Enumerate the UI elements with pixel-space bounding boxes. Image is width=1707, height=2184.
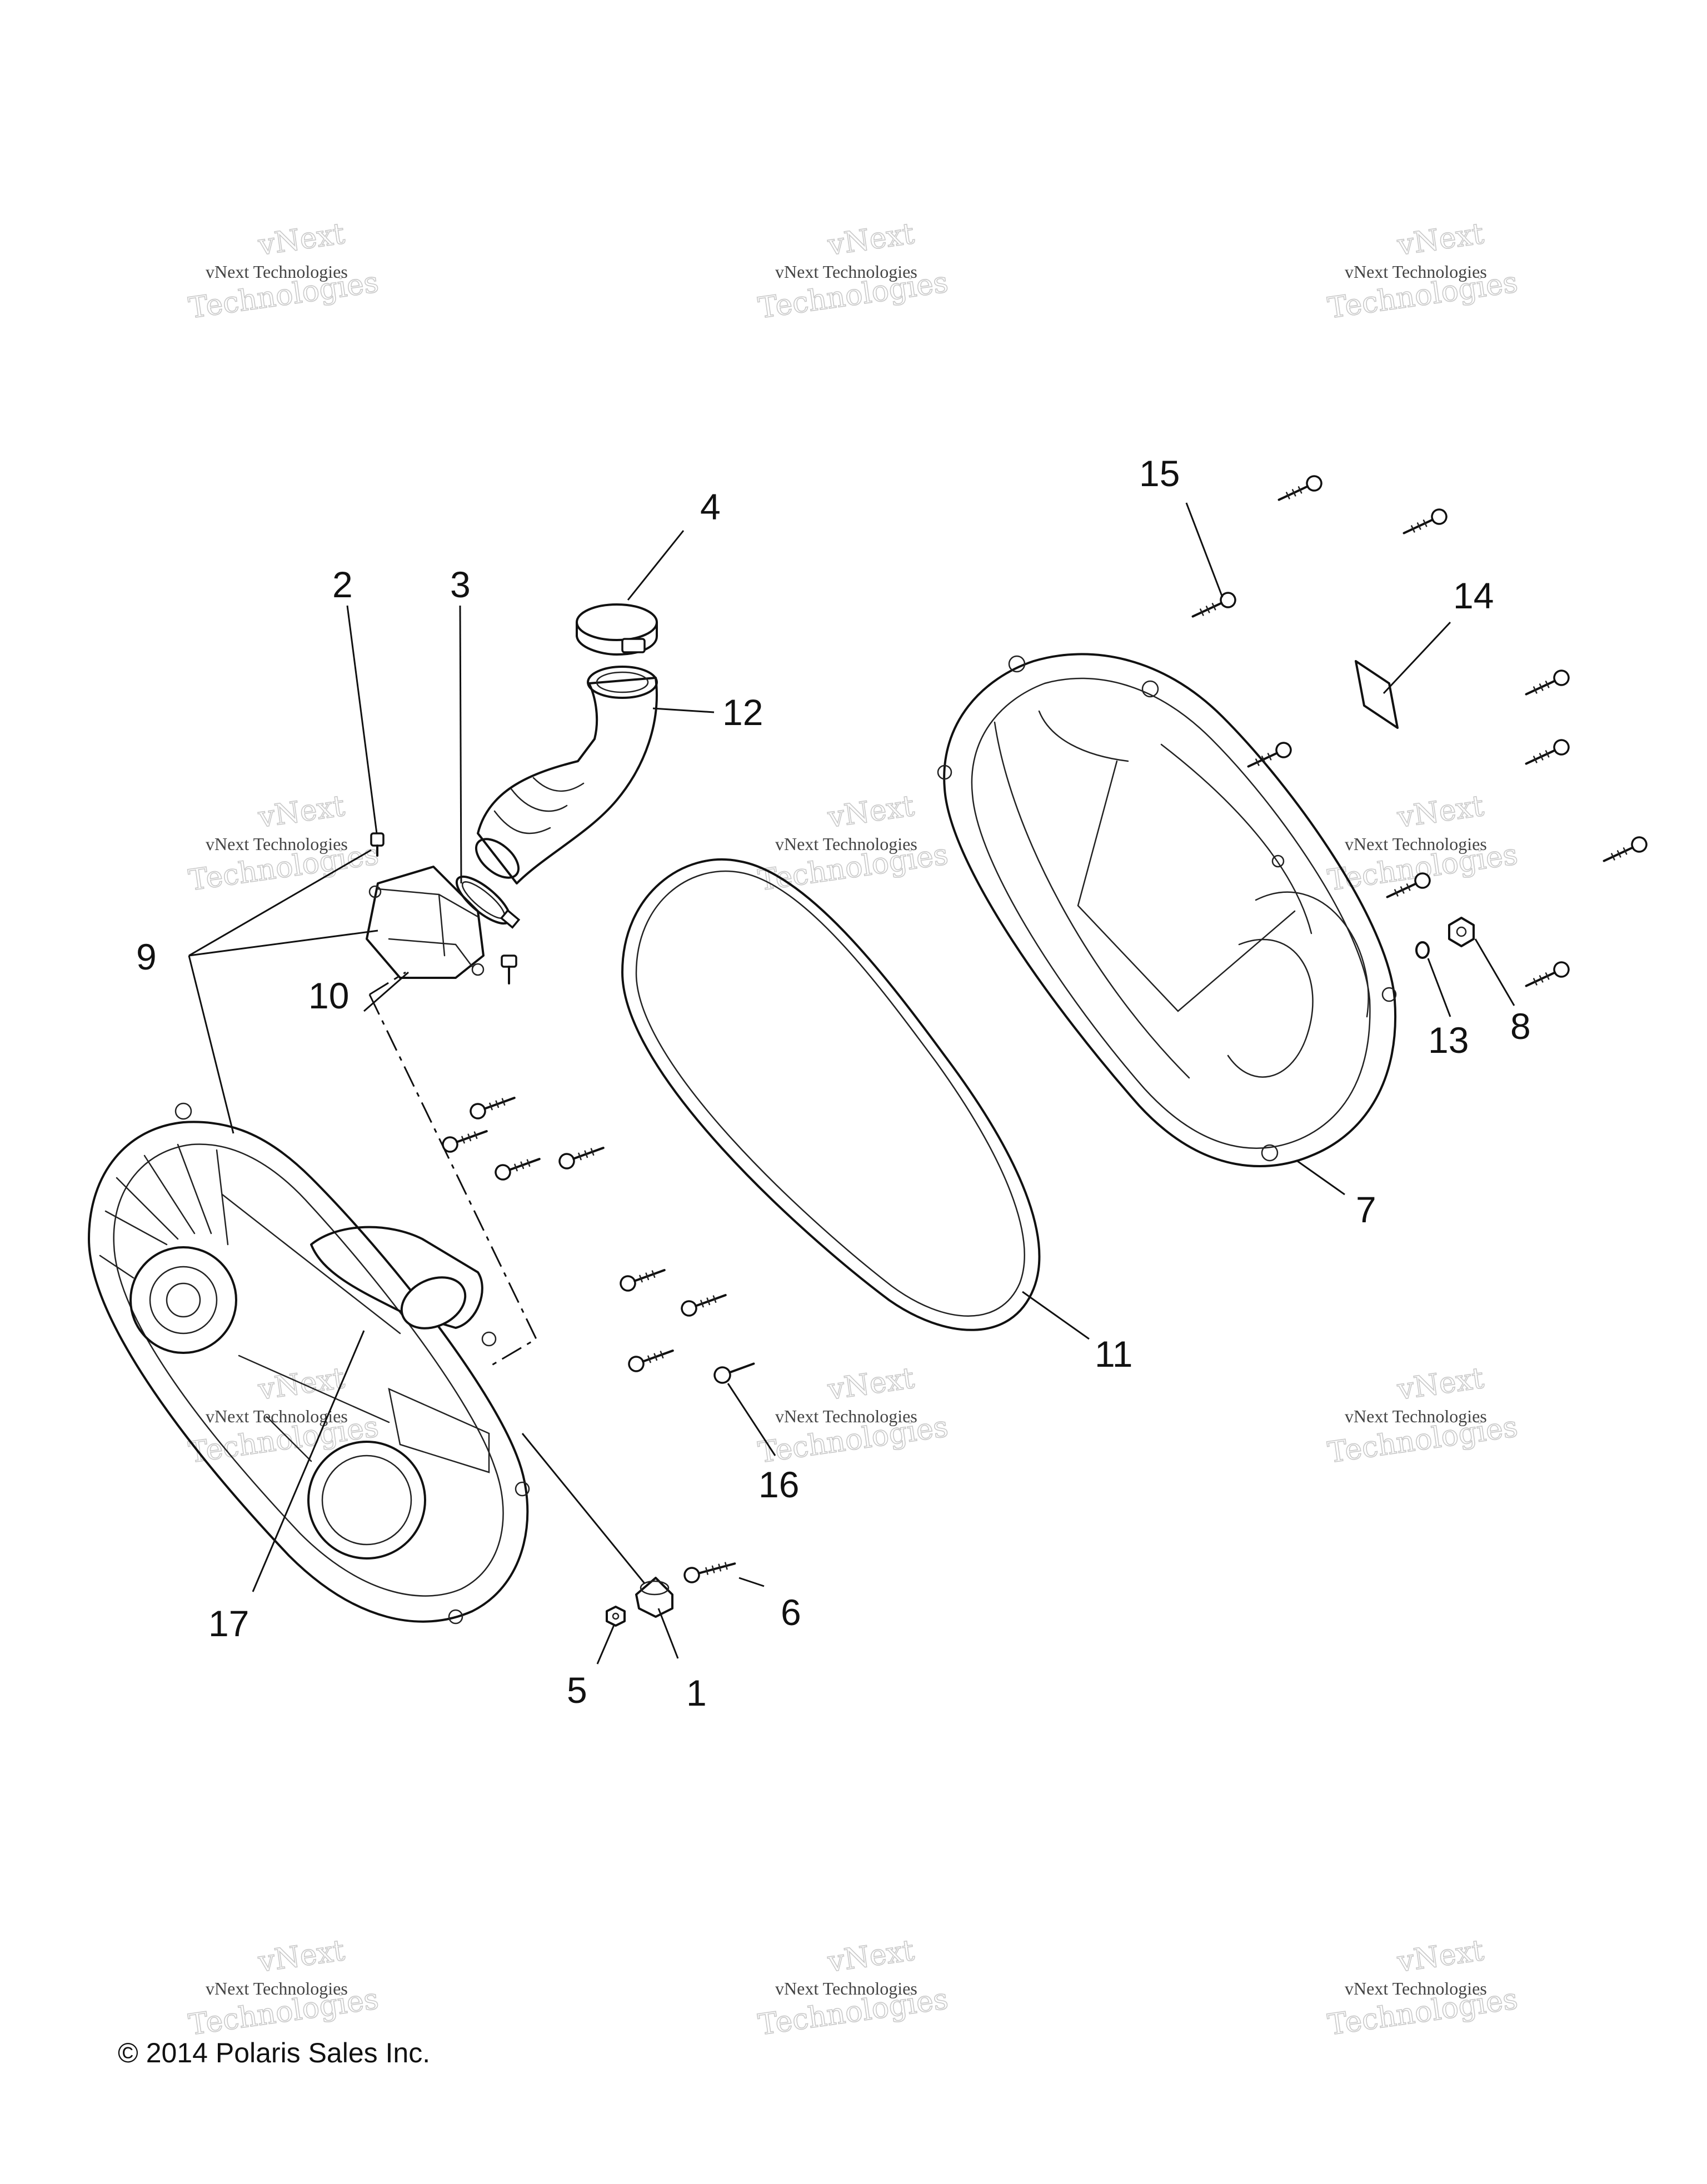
watermark: Technologies vNext vNext Technologies <box>1325 217 1520 326</box>
svg-text:vNext Technologies: vNext Technologies <box>775 834 917 854</box>
callout-6: 6 <box>781 1592 801 1633</box>
svg-text:vNext: vNext <box>825 789 916 834</box>
svg-text:vNext: vNext <box>256 1362 347 1407</box>
duct-screw <box>501 954 517 984</box>
callout-1: 1 <box>686 1672 707 1713</box>
outer-clutch-cover <box>88 1102 530 1625</box>
bolt-16 <box>713 1362 755 1384</box>
svg-text:vNext: vNext <box>256 1934 347 1979</box>
bolt-6 <box>683 1562 736 1583</box>
callout-9: 9 <box>136 936 157 977</box>
o-ring <box>1415 941 1430 959</box>
svg-text:vNext: vNext <box>1395 1362 1486 1407</box>
svg-text:vNext: vNext <box>256 789 347 834</box>
svg-text:vNext Technologies: vNext Technologies <box>1345 1406 1487 1426</box>
callout-10: 10 <box>308 975 349 1016</box>
watermark: Technologies vNext vNext Technologies <box>186 1361 381 1470</box>
callout-3: 3 <box>450 564 471 605</box>
duct-tube <box>475 666 658 884</box>
svg-text:vNext: vNext <box>825 1362 916 1407</box>
svg-text:vNext Technologies: vNext Technologies <box>206 1978 348 1998</box>
watermark: Technologies vNext vNext Technologies <box>1325 1933 1520 2042</box>
callout-14: 14 <box>1453 575 1494 616</box>
hose-clamp <box>576 603 658 656</box>
watermark: Technologies vNext vNext Technologies <box>186 1933 381 2042</box>
inner-clutch-cover <box>937 653 1397 1168</box>
callout-13: 13 <box>1428 1019 1469 1061</box>
svg-text:vNext: vNext <box>1395 789 1486 834</box>
svg-text:vNext Technologies: vNext Technologies <box>775 262 917 282</box>
callout-15: 15 <box>1139 453 1180 494</box>
svg-text:vNext: vNext <box>825 217 916 262</box>
watermark: Technologies vNext vNext Technologies <box>186 217 381 326</box>
svg-text:vNext Technologies: vNext Technologies <box>1345 262 1487 282</box>
callout-4: 4 <box>700 486 721 527</box>
cover-bolts-right <box>1191 475 1648 987</box>
small-screw <box>370 832 385 857</box>
watermark: Technologies vNext vNext Technologies <box>756 1933 951 2042</box>
cover-bolts-left <box>442 1097 727 1372</box>
drive-belt <box>621 858 1041 1331</box>
callout-8: 8 <box>1510 1006 1531 1047</box>
svg-text:vNext: vNext <box>1395 1934 1486 1979</box>
decal <box>1355 660 1399 729</box>
svg-text:vNext Technologies: vNext Technologies <box>206 262 348 282</box>
leader-lines <box>188 502 1515 1665</box>
copyright-text: © 2014 Polaris Sales Inc. <box>118 2037 430 2068</box>
nut-right <box>1448 917 1475 947</box>
callout-16: 16 <box>758 1464 799 1505</box>
callout-2: 2 <box>332 564 353 605</box>
nut <box>606 1606 626 1627</box>
watermarks: Technologies vNext vNext Technologies Te… <box>186 217 1520 2042</box>
watermark: Technologies vNext vNext Technologies <box>756 217 951 326</box>
svg-text:vNext Technologies: vNext Technologies <box>1345 1978 1487 1998</box>
svg-text:vNext Technologies: vNext Technologies <box>775 1406 917 1426</box>
svg-text:vNext Technologies: vNext Technologies <box>206 834 348 854</box>
svg-text:vNext Technologies: vNext Technologies <box>1345 834 1487 854</box>
watermark: Technologies vNext vNext Technologies <box>756 1361 951 1470</box>
callouts: 1 2 3 4 5 6 7 8 9 10 11 12 13 14 15 16 1… <box>136 453 1531 1713</box>
svg-text:vNext: vNext <box>825 1934 916 1979</box>
svg-text:vNext: vNext <box>256 217 347 262</box>
watermark: Technologies vNext vNext Technologies <box>186 789 381 898</box>
callout-5: 5 <box>567 1670 587 1711</box>
bumper <box>635 1577 673 1618</box>
svg-text:vNext: vNext <box>1395 217 1486 262</box>
callout-17: 17 <box>208 1603 249 1644</box>
callout-7: 7 <box>1356 1189 1376 1230</box>
inlet-duct <box>366 866 485 979</box>
watermark: Technologies vNext vNext Technologies <box>1325 1361 1520 1470</box>
callout-11: 11 <box>1095 1333 1133 1375</box>
svg-text:vNext Technologies: vNext Technologies <box>775 1978 917 1998</box>
duct-clamp <box>455 875 521 929</box>
callout-12: 12 <box>722 692 763 733</box>
svg-text:vNext Technologies: vNext Technologies <box>206 1406 348 1426</box>
